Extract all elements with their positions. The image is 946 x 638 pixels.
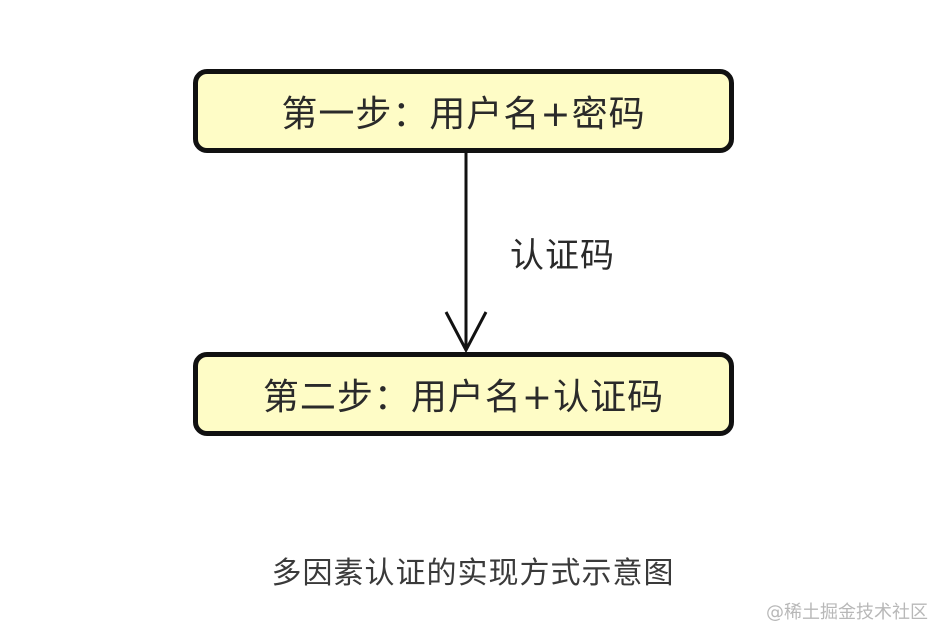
diagram-caption: 多因素认证的实现方式示意图 bbox=[271, 556, 675, 591]
edge-label-auth-code: 认证码 bbox=[510, 236, 615, 276]
watermark: @稀土掘金技术社区 bbox=[766, 602, 928, 623]
step-1-box: 第一步：用户名+密码 bbox=[193, 69, 734, 153]
step-2-box: 第二步：用户名+认证码 bbox=[193, 352, 734, 436]
step-1-label: 第一步：用户名+密码 bbox=[281, 94, 646, 135]
flow-arrow bbox=[444, 150, 488, 354]
arrowhead bbox=[444, 311, 488, 354]
step-2-label: 第二步：用户名+认证码 bbox=[262, 377, 665, 418]
